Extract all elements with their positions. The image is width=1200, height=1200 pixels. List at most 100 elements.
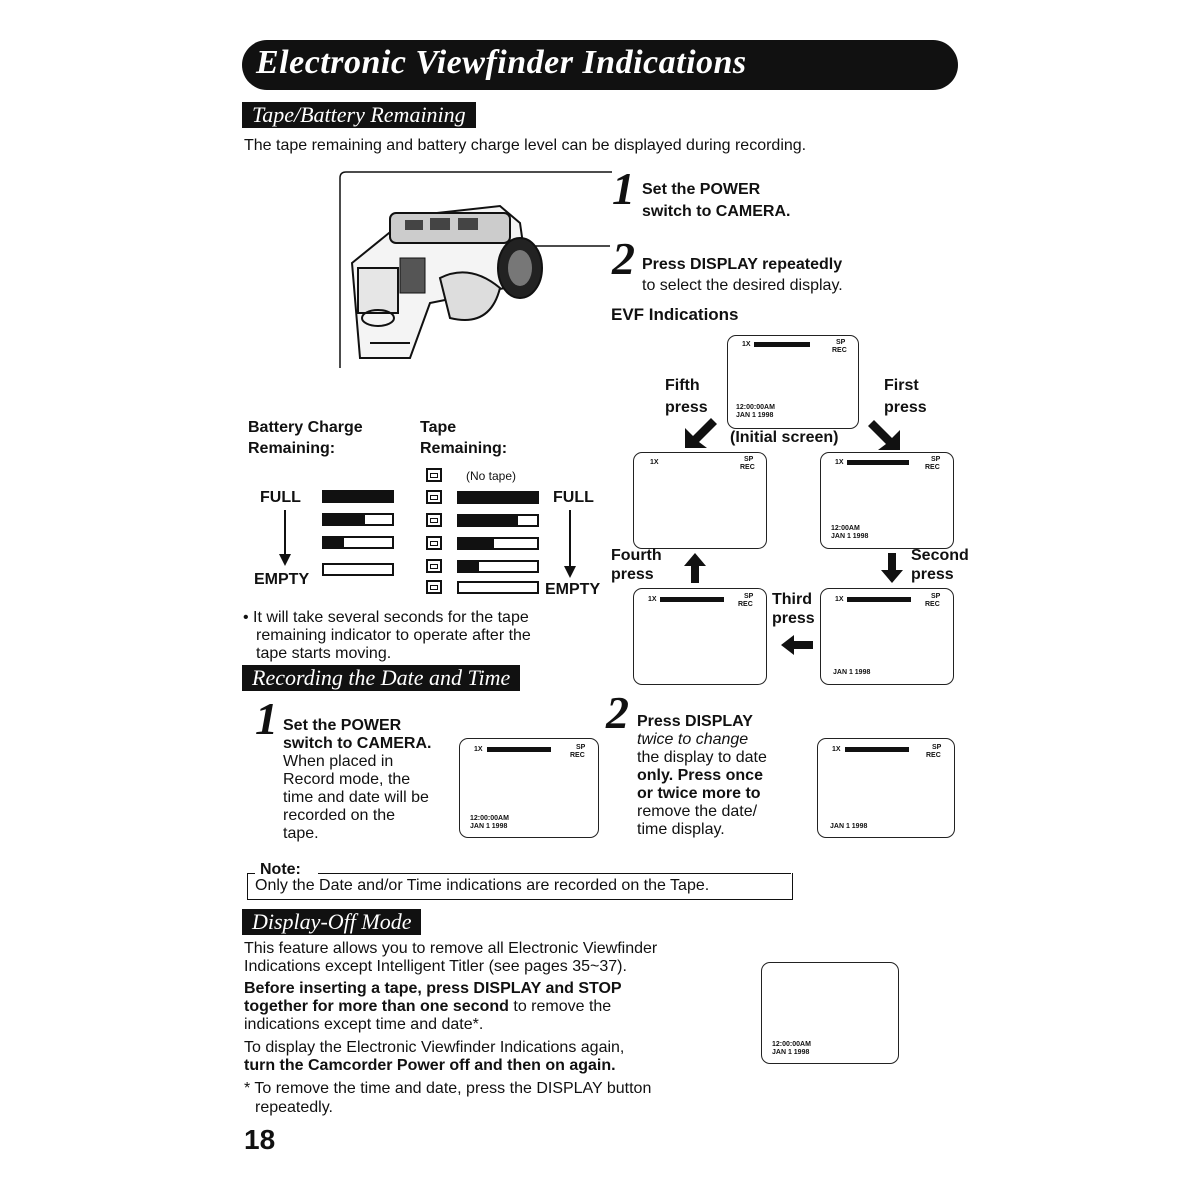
- display-off-p2-line2-bold: together for more than one second: [244, 998, 509, 1015]
- screen-zoom: 1X: [474, 746, 483, 753]
- dt-step-2-line: remove the date/: [637, 803, 758, 820]
- note-box: [247, 873, 793, 900]
- step-1-line2: switch to CAMERA.: [642, 203, 791, 220]
- dt-step-1-line: Set the POWER: [283, 717, 402, 734]
- fourth-press-2: press: [611, 566, 654, 583]
- screen-rec: REC: [570, 752, 585, 759]
- screen-sp: SP: [744, 456, 754, 463]
- down-arrow-left: [279, 510, 291, 566]
- no-tape-label: (No tape): [466, 469, 517, 483]
- full-right-label: FULL: [553, 489, 594, 506]
- battery-charge-label-2: Remaining:: [248, 440, 336, 457]
- first-press-1: First: [884, 377, 919, 394]
- screen-date: JAN 1 1998: [831, 533, 869, 540]
- display-off-p4-line2: repeatedly.: [255, 1099, 333, 1116]
- cassette-icon: [426, 559, 442, 573]
- dt-step-2-line: or twice more to: [637, 785, 761, 802]
- dt-step-2-line: the display to date: [637, 749, 767, 766]
- tape-note-line1: • It will take several seconds for the t…: [243, 609, 529, 626]
- cassette-icon: [426, 536, 442, 550]
- dt-step-1-number: 1: [255, 693, 278, 744]
- screen-date: JAN 1 1998: [830, 823, 868, 830]
- screen-time: 12:00AM: [831, 525, 860, 532]
- dt-step-1-line: When placed in: [283, 753, 394, 770]
- screen-date: JAN 1 1998: [772, 1049, 810, 1056]
- screen-sp: SP: [931, 593, 941, 600]
- step-2-line2: to select the desired display.: [642, 277, 843, 294]
- battery-tape-indicator-icon: [660, 597, 724, 602]
- tape-level-bar: [457, 514, 539, 527]
- battery-level-fill: [324, 538, 345, 547]
- battery-tape-indicator-icon: [754, 342, 810, 347]
- evf-screen-fourth: 1X SP REC: [633, 452, 767, 549]
- tape-level-fill: [459, 493, 537, 502]
- tape-battery-intro: The tape remaining and battery charge le…: [244, 137, 807, 154]
- step-1-number: 1: [612, 163, 635, 214]
- note-text: Only the Date and/or Time indications ar…: [255, 877, 710, 894]
- evf-indications-title: EVF Indications: [611, 305, 739, 324]
- step-1-line1: Set the POWER: [642, 181, 761, 198]
- tape-level-fill: [459, 539, 495, 548]
- screen-zoom: 1X: [835, 596, 844, 603]
- full-left-label: FULL: [260, 489, 301, 506]
- battery-level-bar: [322, 490, 394, 503]
- display-off-p1-line2: Indications except Intelligent Titler (s…: [244, 958, 627, 975]
- battery-level-fill: [324, 492, 392, 501]
- cassette-icon: [426, 580, 442, 594]
- dt-step-1-line: Record mode, the: [283, 771, 411, 788]
- dt-step-2-line: Press DISPLAY: [637, 713, 753, 730]
- screen-zoom: 1X: [742, 341, 751, 348]
- section-heading-tape-battery: Tape/Battery Remaining: [242, 102, 476, 128]
- cassette-icon: [426, 490, 442, 504]
- screen-sp: SP: [576, 744, 586, 751]
- section-heading-date-time: Recording the Date and Time: [242, 665, 521, 691]
- evf-screen-first: 1X SP REC 12:00AM JAN 1 1998: [820, 452, 954, 549]
- empty-right-label: EMPTY: [545, 581, 601, 598]
- tape-level-bar: [457, 560, 539, 573]
- battery-level-fill: [324, 515, 365, 524]
- battery-tape-indicator-icon: [847, 460, 909, 465]
- screen-sp: SP: [744, 593, 754, 600]
- tape-remaining-label-1: Tape: [420, 419, 457, 436]
- tape-level-fill: [459, 516, 518, 525]
- screen-zoom: 1X: [835, 459, 844, 466]
- second-press-1: Second: [911, 547, 969, 564]
- screen-date: JAN 1 1998: [833, 669, 871, 676]
- note-label: Note:: [260, 861, 301, 878]
- evf-screen-second: 1X SP REC JAN 1 1998: [820, 588, 954, 685]
- dt-step-1-line: tape.: [283, 825, 319, 842]
- third-press-2: press: [772, 610, 815, 627]
- battery-tape-indicator-icon: [847, 597, 911, 602]
- fourth-press-1: Fourth: [611, 547, 662, 564]
- screen-date: JAN 1 1998: [736, 412, 774, 419]
- dt-step-2-number: 2: [606, 687, 629, 738]
- note-box-top-right: [318, 873, 791, 874]
- display-off-p2-line2: together for more than one second to rem…: [244, 998, 611, 1016]
- tape-level-bar: [457, 581, 539, 594]
- fourth-press-arrow-icon: [684, 553, 706, 583]
- screen-rec: REC: [740, 464, 755, 471]
- battery-level-bar: [322, 563, 394, 576]
- dt-step-2-line: twice to change: [637, 731, 749, 748]
- page-title: Electronic Viewfinder Indications: [256, 44, 747, 81]
- display-off-screen: 12:00:00AM JAN 1 1998: [761, 962, 899, 1064]
- first-press-2: press: [884, 399, 927, 416]
- down-arrow-right: [564, 510, 576, 578]
- second-press-2: press: [911, 566, 954, 583]
- screen-sp: SP: [836, 339, 846, 346]
- display-off-p2-line1: Before inserting a tape, press DISPLAY a…: [244, 980, 622, 997]
- screen-zoom: 1X: [648, 596, 657, 603]
- fifth-press-1: Fifth: [665, 377, 700, 394]
- tape-remaining-label-2: Remaining:: [420, 440, 508, 457]
- battery-level-bar: [322, 536, 394, 549]
- screen-rec: REC: [926, 752, 941, 759]
- cassette-icon: [426, 513, 442, 527]
- display-off-p1-line1: This feature allows you to remove all El…: [244, 940, 658, 957]
- screen-time: 12:00:00AM: [772, 1041, 811, 1048]
- display-off-p2-line3: indications except time and date*.: [244, 1016, 484, 1033]
- no-tape-icon: [426, 468, 442, 482]
- screen-rec: REC: [925, 601, 940, 608]
- tape-level-bar: [457, 537, 539, 550]
- dt-step-1-line: switch to CAMERA.: [283, 735, 432, 752]
- screen-date: JAN 1 1998: [470, 823, 508, 830]
